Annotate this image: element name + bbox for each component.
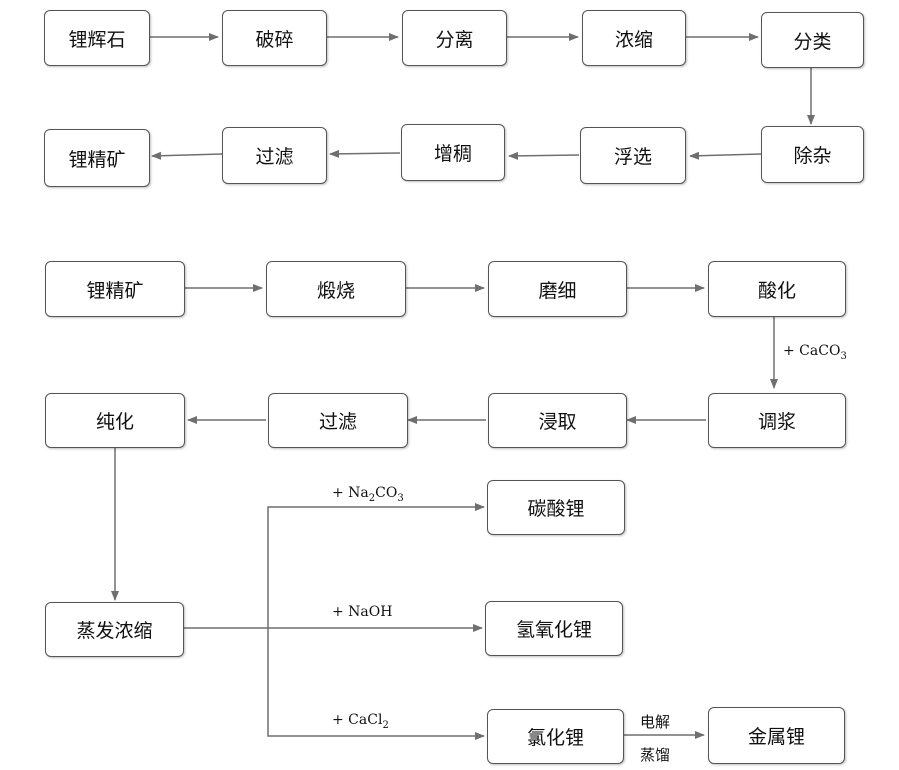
node-purification: 纯化 [45, 393, 185, 448]
arrow-p1-8 [329, 149, 401, 158]
label-caco3: + CaCO3 [783, 343, 847, 362]
branch-line-lower [267, 628, 485, 740]
node-acidification: 酸化 [708, 261, 846, 317]
node-leaching: 浸取 [488, 393, 627, 448]
node-evaporation: 蒸发浓缩 [45, 602, 184, 657]
node-calcination: 煅烧 [266, 261, 406, 317]
node-lithium-concentrate-1: 锂精矿 [44, 129, 150, 187]
node-crushing: 破碎 [222, 10, 327, 66]
node-separation: 分离 [402, 10, 507, 66]
label-electrolysis: 电解 [640, 713, 671, 731]
node-fine-grinding: 磨细 [488, 261, 627, 317]
node-lithium-chloride: 氯化锂 [487, 709, 624, 764]
arrow-p1-6 [689, 151, 762, 160]
node-filtration-2: 过滤 [268, 393, 408, 448]
node-flotation: 浮选 [580, 127, 686, 184]
node-impurity-removal: 除杂 [761, 126, 864, 183]
label-na2co3: + Na2CO3 [332, 485, 404, 504]
branch-line [267, 503, 485, 628]
arrow-p1-7 [508, 151, 580, 160]
label-distillation: 蒸馏 [640, 746, 671, 764]
label-naoh: + NaOH [332, 604, 393, 620]
arrow-p1-9 [151, 151, 223, 160]
node-concentration: 浓缩 [582, 10, 686, 66]
node-thickening: 增稠 [401, 124, 505, 181]
node-lithium-metal: 金属锂 [708, 707, 845, 764]
node-classification: 分类 [761, 12, 864, 68]
node-spodumene: 锂辉石 [44, 10, 150, 66]
node-lithium-hydroxide: 氢氧化锂 [485, 601, 623, 656]
node-lithium-concentrate-2: 锂精矿 [45, 261, 185, 317]
node-slurrying: 调浆 [708, 393, 846, 448]
label-cacl2: + CaCl2 [332, 712, 389, 731]
node-filtration-1: 过滤 [222, 127, 327, 184]
node-lithium-carbonate: 碳酸锂 [487, 480, 625, 535]
